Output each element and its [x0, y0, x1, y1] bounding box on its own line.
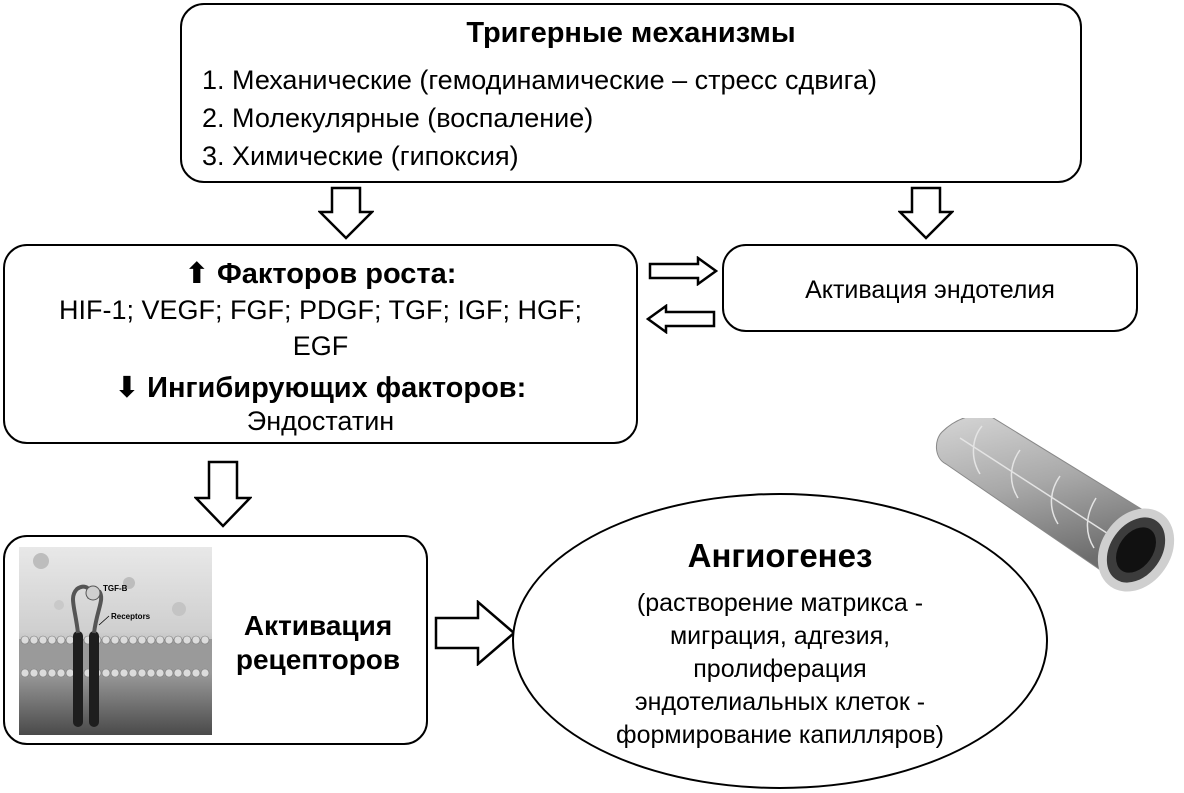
receptor-membrane-image: TGF-B Receptors	[19, 547, 212, 735]
receptor-label-line: Активация	[243, 610, 393, 641]
down-arrow-icon	[898, 186, 954, 240]
receptor-label-line: рецепторов	[235, 644, 401, 675]
endothelium-box: Активация эндотелия	[722, 244, 1138, 332]
growth-factors-box: ⬆ Факторов роста: HIF-1; VEGF; FGF; PDGF…	[3, 244, 638, 444]
receptor-activation-label: Активация рецепторов	[223, 609, 413, 677]
trigger-item: 1. Механические (гемодинамические – стре…	[202, 65, 877, 95]
angiogenesis-desc-line: пролиферация	[693, 655, 867, 683]
receptors-image-label: Receptors	[111, 612, 151, 621]
inhibitor-name: Эндостатин	[246, 406, 395, 436]
growth-down-line: ⬇ Ингибирующих факторов:	[5, 370, 636, 405]
trigger-item: 2. Молекулярные (воспаление)	[202, 103, 594, 133]
angiogenesis-title: Ангиогенез	[687, 537, 873, 574]
angiogenesis-desc-line: миграция, адгезия,	[669, 622, 891, 650]
down-bold-arrow-icon: ⬇	[114, 372, 140, 404]
receptor-activation-box: TGF-B Receptors Активация рецепторов	[3, 535, 428, 745]
trigger-mechanisms-box: Тригерные механизмы 1. Механические (гем…	[180, 3, 1082, 183]
angiogenesis-ellipse: Ангиогенез (растворение матрикса - мигра…	[512, 493, 1048, 789]
capillary-tube-image	[936, 418, 1175, 592]
trigger-item: 3. Химические (гипоксия)	[202, 141, 519, 171]
growth-up-label: Факторов роста:	[216, 258, 457, 290]
tgf-label: TGF-B	[103, 584, 128, 593]
up-arrow-icon: ⬆	[184, 258, 209, 290]
endothelium-label: Активация эндотелия	[805, 276, 1055, 304]
growth-down-label: Ингибирующих факторов:	[147, 372, 527, 404]
left-arrow-icon	[646, 304, 716, 334]
trigger-list: 1. Механические (гемодинамические – стре…	[202, 61, 877, 175]
angiogenesis-description: (растворение матрикса - миграция, адгези…	[514, 587, 1046, 752]
growth-factor-list: HIF-1; VEGF; FGF; PDGF; TGF; IGF; HGF; E…	[58, 295, 582, 361]
trigger-title: Тригерные механизмы	[466, 17, 796, 49]
growth-up-line: ⬆ Факторов роста:	[5, 256, 636, 291]
angiogenesis-desc-line: формирование капилляров)	[616, 721, 944, 749]
right-arrow-icon	[434, 600, 516, 666]
down-arrow-icon	[194, 460, 252, 528]
down-arrow-icon	[318, 186, 374, 240]
angiogenesis-desc-line: (растворение матрикса -	[636, 589, 924, 617]
right-arrow-icon	[648, 256, 718, 286]
angiogenesis-desc-line: эндотелиальных клеток -	[634, 688, 926, 716]
